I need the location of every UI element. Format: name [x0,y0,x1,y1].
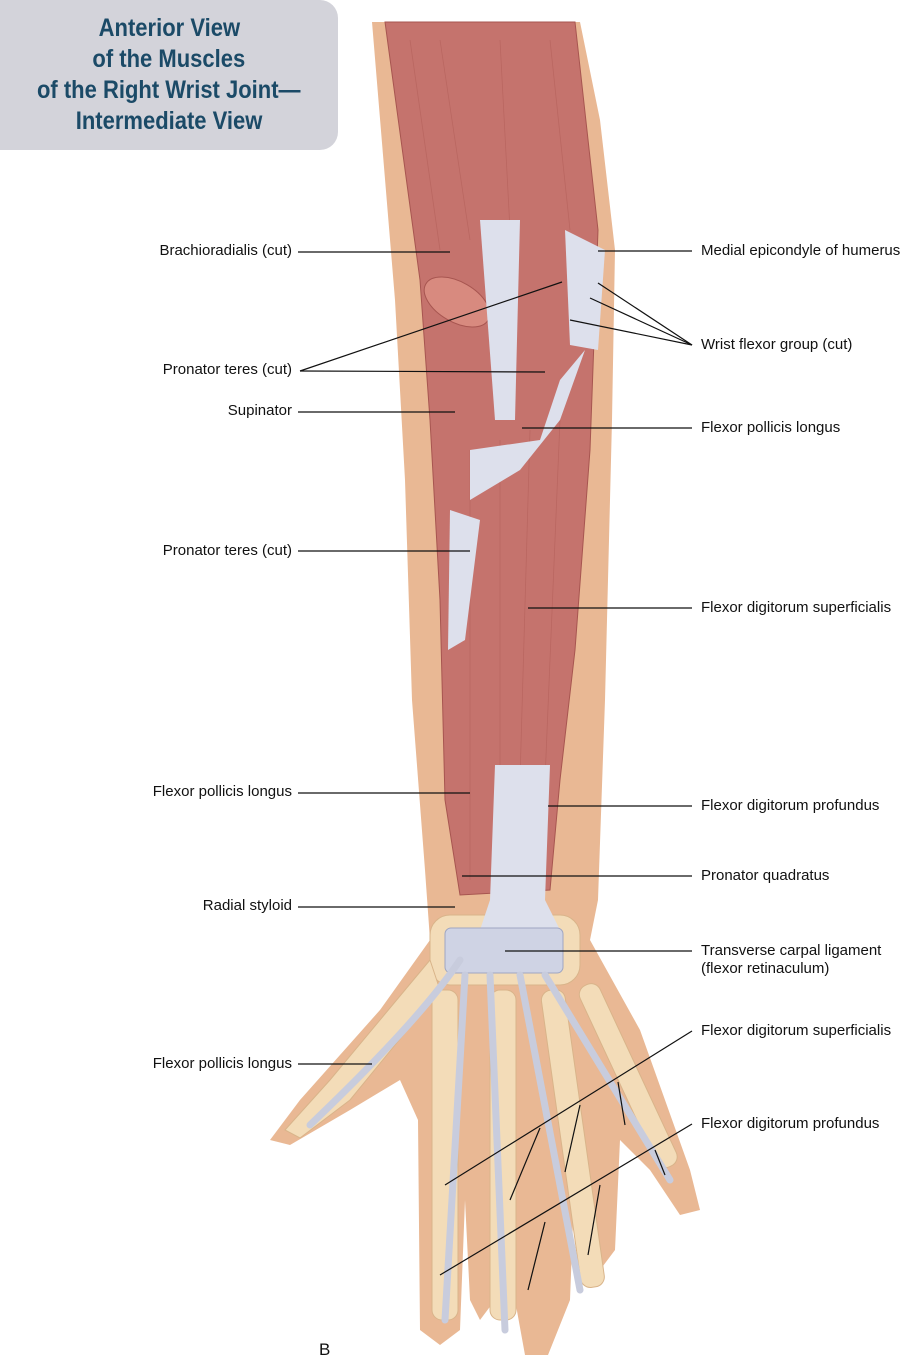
label-brachioradialis-cut: Brachioradialis (cut) [159,242,292,259]
label-pronator-quadratus: Pronator quadratus [701,867,830,884]
label-radial-styloid: Radial styloid [202,897,292,914]
label-flexor-digitorum-superficialis-hand: Flexor digitorum superficialis [701,1022,892,1039]
title-line: Anterior View [98,14,240,42]
label-flexor-pollicis-longus-hand: Flexor pollicis longus [152,1055,292,1072]
label-supinator: Supinator [227,402,292,419]
label-flexor-digitorum-superficialis: Flexor digitorum superficialis [701,599,892,616]
label-flexor-digitorum-profundus: Flexor digitorum profundus [701,797,880,814]
label-pronator-teres-cut-lower: Pronator teres (cut) [162,542,292,559]
title-line: of the Muscles [92,45,246,73]
label-flexor-digitorum-profundus-hand: Flexor digitorum profundus [701,1115,880,1132]
label-flexor-pollicis-longus-right: Flexor pollicis longus [701,419,841,436]
label-flexor-pollicis-longus: Flexor pollicis longus [152,783,292,800]
leader-lines [298,250,693,1291]
title-box: Anterior View of the Muscles of the Righ… [0,0,338,150]
biceps-tendon [480,220,520,420]
title-line: of the Right Wrist Joint— [37,76,301,104]
label-wrist-flexor-group: Wrist flexor group (cut) [701,336,853,353]
fpl-tendon-upper [470,350,585,500]
label-pronator-teres-cut: Pronator teres (cut) [162,361,292,378]
label-flexor-retinaculum: (flexor retinaculum) [701,960,830,977]
label-medial-epicondyle: Medial epicondyle of humerus [701,242,901,259]
pronator-teres-tendon [448,510,480,650]
title-line: Intermediate View [75,107,263,135]
flexor-tendons [480,765,560,930]
label-transverse-carpal-ligament: Transverse carpal ligament [701,942,882,959]
figure-letter: B [319,1340,331,1359]
common-flexor-tendon [565,230,605,350]
muscle-fibers [409,39,571,880]
